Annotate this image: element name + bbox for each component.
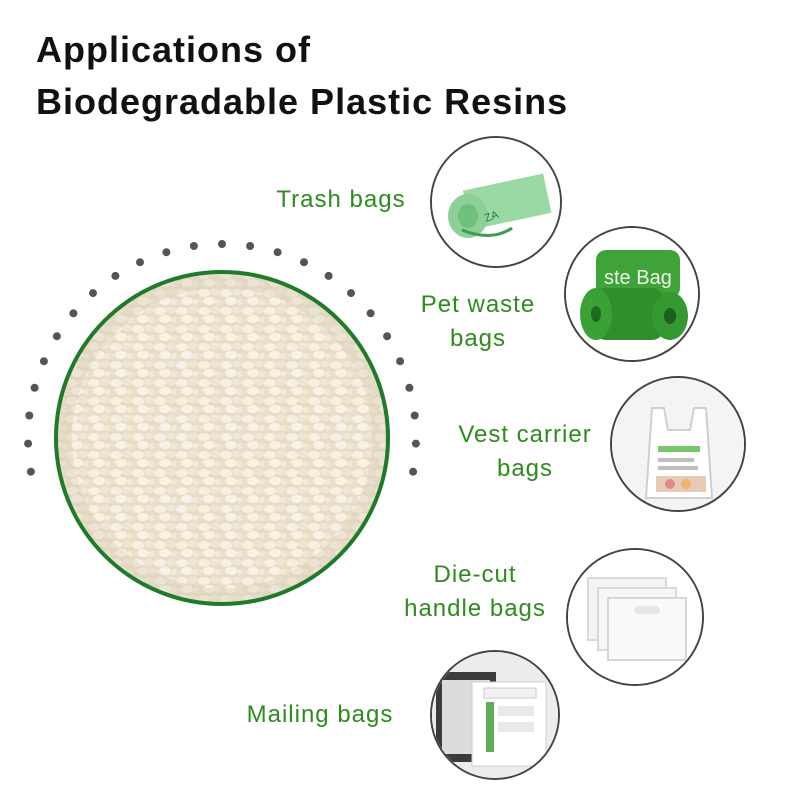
title-line-2: Biodegradable Plastic Resins (36, 81, 569, 122)
arc-dot (410, 411, 419, 420)
arc-dot (189, 242, 198, 250)
arc-dot (111, 271, 120, 280)
arc-dot (69, 309, 78, 318)
resin-pellets-image (56, 272, 388, 604)
arc-dot (24, 439, 33, 448)
arc-dot (396, 357, 405, 366)
label-die-cut-handle-bags: Die-cut handle bags (404, 561, 546, 622)
svg-text:ZA: ZA (483, 209, 501, 225)
arc-dot (273, 248, 282, 257)
label-pet-waste-bags: Pet waste bags (420, 291, 536, 352)
pet-waste-bag-rolls-icon: ste Bag (564, 226, 700, 362)
label-mailing-bags: Mailing bags (246, 701, 394, 728)
arc-dot (52, 332, 61, 341)
trash-bag-roll-icon: ZA (430, 136, 562, 268)
arc-dot (300, 258, 308, 267)
arc-dot (405, 383, 414, 392)
resin-circle-border (54, 270, 390, 606)
die-cut-bag-stack-icon (566, 548, 704, 686)
arc-dot (25, 411, 34, 420)
arc-dot (366, 309, 375, 318)
page-title: Applications of Biodegradable Plastic Re… (36, 24, 568, 128)
arc-dot (218, 240, 226, 248)
mailing-bags-icon (430, 650, 560, 780)
arc-dot (409, 467, 418, 476)
arc-dot (411, 439, 420, 448)
arc-dot (136, 258, 144, 267)
arc-dot (383, 332, 392, 341)
arc-dot (347, 289, 355, 298)
arc-dot (39, 357, 48, 366)
dotted-arc (24, 240, 420, 476)
title-line-1: Applications of (36, 29, 311, 70)
label-vest-carrier-bags: Vest carrier bags (458, 421, 592, 482)
arc-dot (30, 383, 39, 392)
arc-dot (324, 271, 333, 280)
pet-roll-text: ste Bag (604, 267, 672, 289)
arc-dot (26, 467, 35, 476)
arc-dot (246, 242, 255, 250)
vest-carrier-bag-icon (610, 376, 746, 512)
label-trash-bags: Trash bags (276, 186, 406, 213)
arc-dot (162, 248, 171, 257)
arc-dot (89, 289, 97, 298)
